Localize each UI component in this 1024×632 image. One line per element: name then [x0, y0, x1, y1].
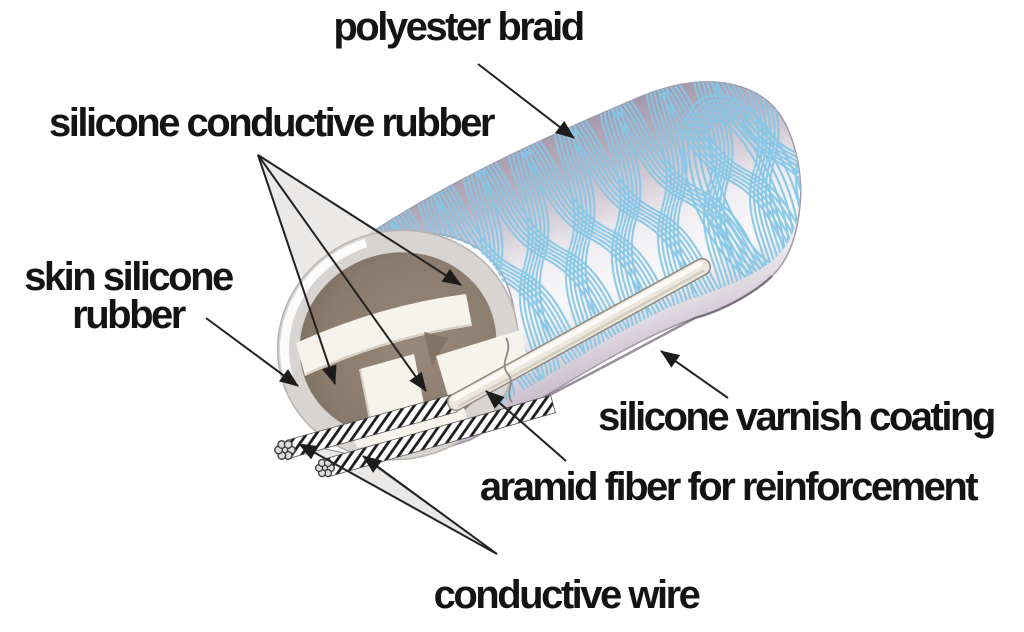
arrow-silicone-varnish-coating: [660, 350, 729, 399]
skin-ring-highlight: [280, 238, 368, 381]
loose-thread: [503, 337, 513, 403]
arrow-conductive-rubber-1: [257, 154, 462, 286]
arrow-polyester-braid: [477, 63, 575, 139]
label-silicone-varnish-coating: silicone varnish coating: [598, 395, 996, 439]
label-skin-silicone-rubber: skin silicone rubber: [24, 255, 234, 337]
label-polyester-braid: polyester braid: [333, 5, 585, 49]
conductive-wire-strands-1: [274, 439, 296, 460]
conductive-wire-strands-2: [314, 458, 336, 478]
arrow-conductive-wire-1: [298, 443, 498, 555]
aramid-rod: [447, 258, 711, 411]
label-aramid-fiber: aramid fiber for reinforcement: [479, 465, 979, 509]
leader-arrows: [205, 63, 729, 555]
arrow-aramid-fiber: [485, 390, 567, 462]
label-conductive-wire: conductive wire: [433, 573, 701, 617]
arrow-conductive-rubber-3: [257, 154, 427, 392]
arrow-skin-silicone-rubber: [205, 317, 299, 387]
label-silicone-conductive-rubber: silicone conductive rubber: [48, 101, 496, 145]
arrow-conductive-wire-2: [362, 455, 498, 555]
arrow-conductive-rubber-2: [257, 154, 337, 385]
